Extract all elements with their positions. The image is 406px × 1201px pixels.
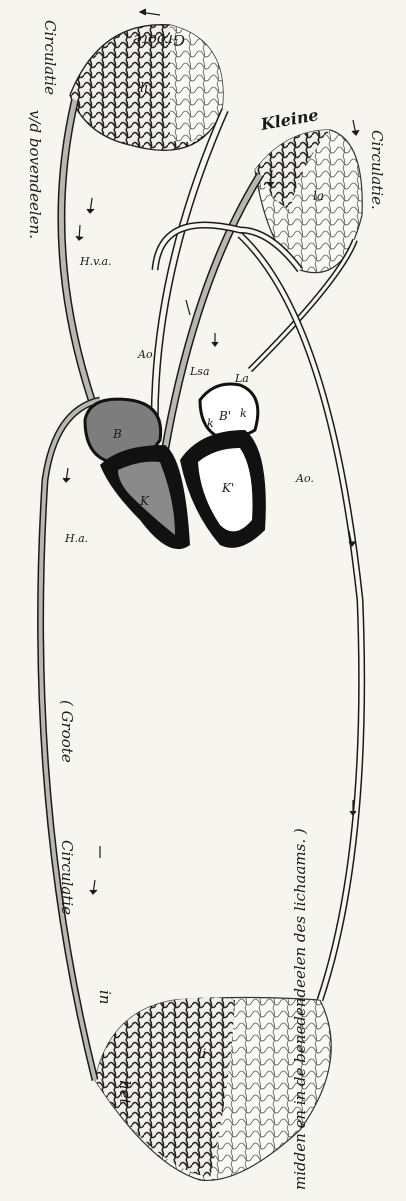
label-k-left: K — [139, 494, 150, 508]
lung-capillary-bed — [255, 130, 362, 273]
caption-upper-parts: v/d bovendeelen. — [26, 110, 44, 239]
label-ao-right: Ao. — [295, 472, 314, 485]
label-k-small-1: k — [207, 417, 214, 430]
caption-circulatie-kleine: Circulatie. — [368, 130, 386, 210]
label-la-mid: La — [234, 372, 249, 385]
caption-right-middle: midden en in de benedendeelen des lichaa… — [291, 828, 309, 1190]
label-li-top: li — [140, 81, 148, 96]
caption-circulatie-bottom: Circulatie — [58, 840, 76, 915]
caption-groote-top: Groote — [133, 31, 185, 49]
label-k-right: K' — [221, 481, 234, 495]
caption-circulatie-upper: Circulatie — [41, 20, 59, 95]
label-la: la — [313, 189, 324, 203]
label-b-right: B' — [218, 409, 231, 423]
label-k-small-2: k — [240, 407, 247, 420]
label-hva-upper: H.v.a. — [79, 255, 112, 268]
caption-het: het — [116, 1080, 134, 1106]
caption-kleine: Kleine — [258, 105, 319, 134]
label-ao-left: Ao. — [137, 348, 156, 361]
label-lsa: Lsa — [189, 365, 210, 378]
label-hva-lower: H.a. — [64, 532, 88, 545]
caption-in: in — [96, 990, 114, 1004]
caption-groote-bottom: ( Groote — [58, 700, 76, 763]
label-b-left: B — [112, 427, 122, 441]
label-li-bottom: li — [198, 1047, 206, 1062]
